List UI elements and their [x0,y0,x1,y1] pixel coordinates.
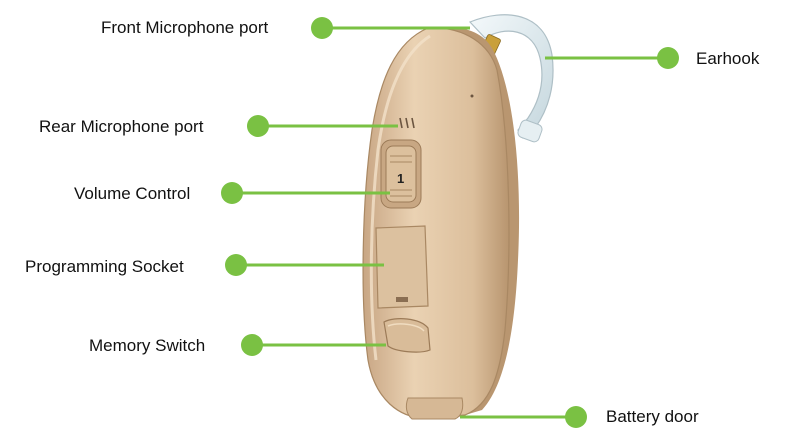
volume-wheel [385,145,417,203]
programming-socket-cover [375,225,429,309]
label-earhook: Earhook [696,49,760,68]
label-memory-switch: Memory Switch [89,336,206,355]
callout-dot-front-mic [311,17,333,39]
label-programming-socket: Programming Socket [25,257,184,276]
callout-dot-volume [221,182,243,204]
shell-body [362,27,510,419]
label-battery-door: Battery door [606,407,699,426]
callout-dot-programming [225,254,247,276]
volume-value: 1 [397,171,404,186]
label-front-microphone-port: Front Microphone port [101,18,269,37]
callout-dot-battery [565,406,587,428]
callout-dot-earhook [657,47,679,69]
label-volume-control: Volume Control [74,184,191,203]
earhook-tip [517,119,543,143]
label-rear-microphone-port: Rear Microphone port [39,117,204,136]
callout-dot-rear-mic [247,115,269,137]
callout-dot-memory [241,334,263,356]
battery-door-part [405,397,464,420]
